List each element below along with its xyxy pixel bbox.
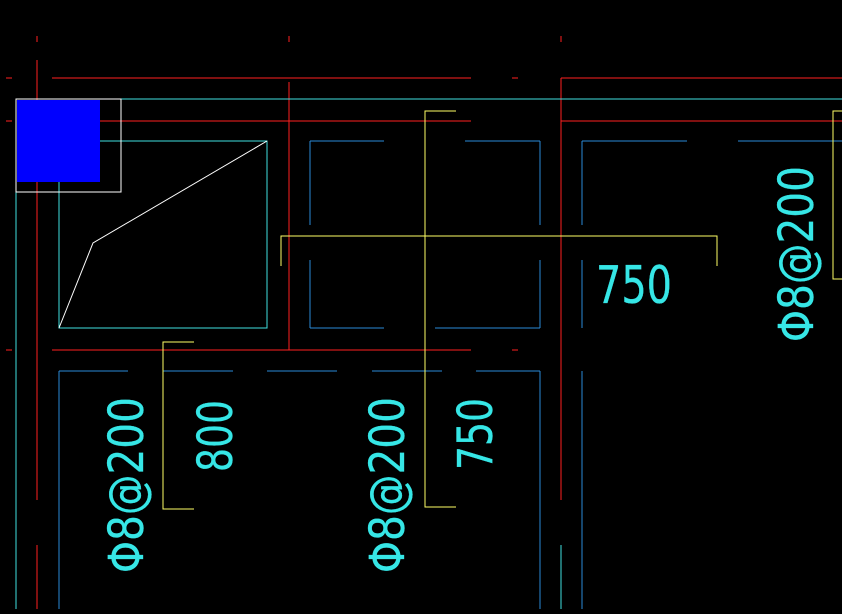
dim-line-750-horizontal <box>280 235 718 266</box>
corner-box <box>15 98 122 193</box>
slab-outline-left <box>58 140 268 329</box>
label-spacing-bottom-left: Φ8@200 <box>99 397 155 573</box>
dim-line-right-bracket <box>832 110 842 280</box>
dimension-lines <box>162 110 842 510</box>
label-spacing-top-right: Φ8@200 <box>769 166 825 342</box>
white-geometry <box>15 98 268 329</box>
dim-line-800-vertical <box>162 341 194 510</box>
selected-column-block[interactable] <box>17 100 100 182</box>
label-dim-750-vertical: 750 <box>448 398 504 470</box>
wall-outlines <box>15 98 842 609</box>
label-spacing-bottom-middle: Φ8@200 <box>360 397 416 573</box>
dim-line-750-vertical <box>424 110 456 508</box>
label-dim-750-horizontal: 750 <box>596 256 672 316</box>
label-dim-800-vertical: 800 <box>188 400 244 472</box>
rebar-outlines <box>58 140 842 609</box>
slab-hatch-polyline <box>58 140 268 329</box>
